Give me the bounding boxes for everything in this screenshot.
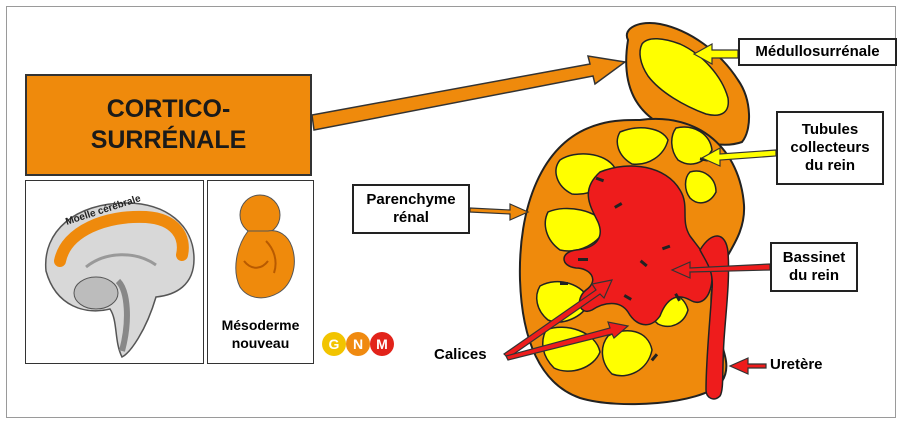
uretere-label: Uretère	[770, 356, 823, 373]
gnm-logo: G N M	[322, 330, 402, 358]
logo-g-icon: G	[322, 332, 346, 356]
bassinet-label: Bassinet du rein	[770, 242, 858, 292]
cortico-title-box: CORTICO- SURRÉNALE	[25, 74, 312, 176]
logo-n-icon: N	[346, 332, 370, 356]
mesoderme-label: Mésoderme nouveau	[208, 317, 313, 352]
uretere-arrow	[730, 358, 766, 374]
embryo-panel: Mésoderme nouveau	[207, 180, 314, 364]
parenchyme-label: Parenchyme rénal	[352, 184, 470, 234]
parenchyme-arrow	[470, 204, 528, 220]
cortex-arrow	[312, 56, 625, 130]
brain-panel: Moelle cérébrale	[25, 180, 204, 364]
logo-m-icon: M	[370, 332, 394, 356]
title-line-2: SURRÉNALE	[91, 125, 247, 156]
tubules-label: Tubules collecteurs du rein	[776, 111, 884, 185]
title-line-1: CORTICO-	[107, 94, 231, 125]
medullo-label: Médullosurrénale	[738, 38, 897, 66]
calices-label: Calices	[434, 346, 487, 363]
